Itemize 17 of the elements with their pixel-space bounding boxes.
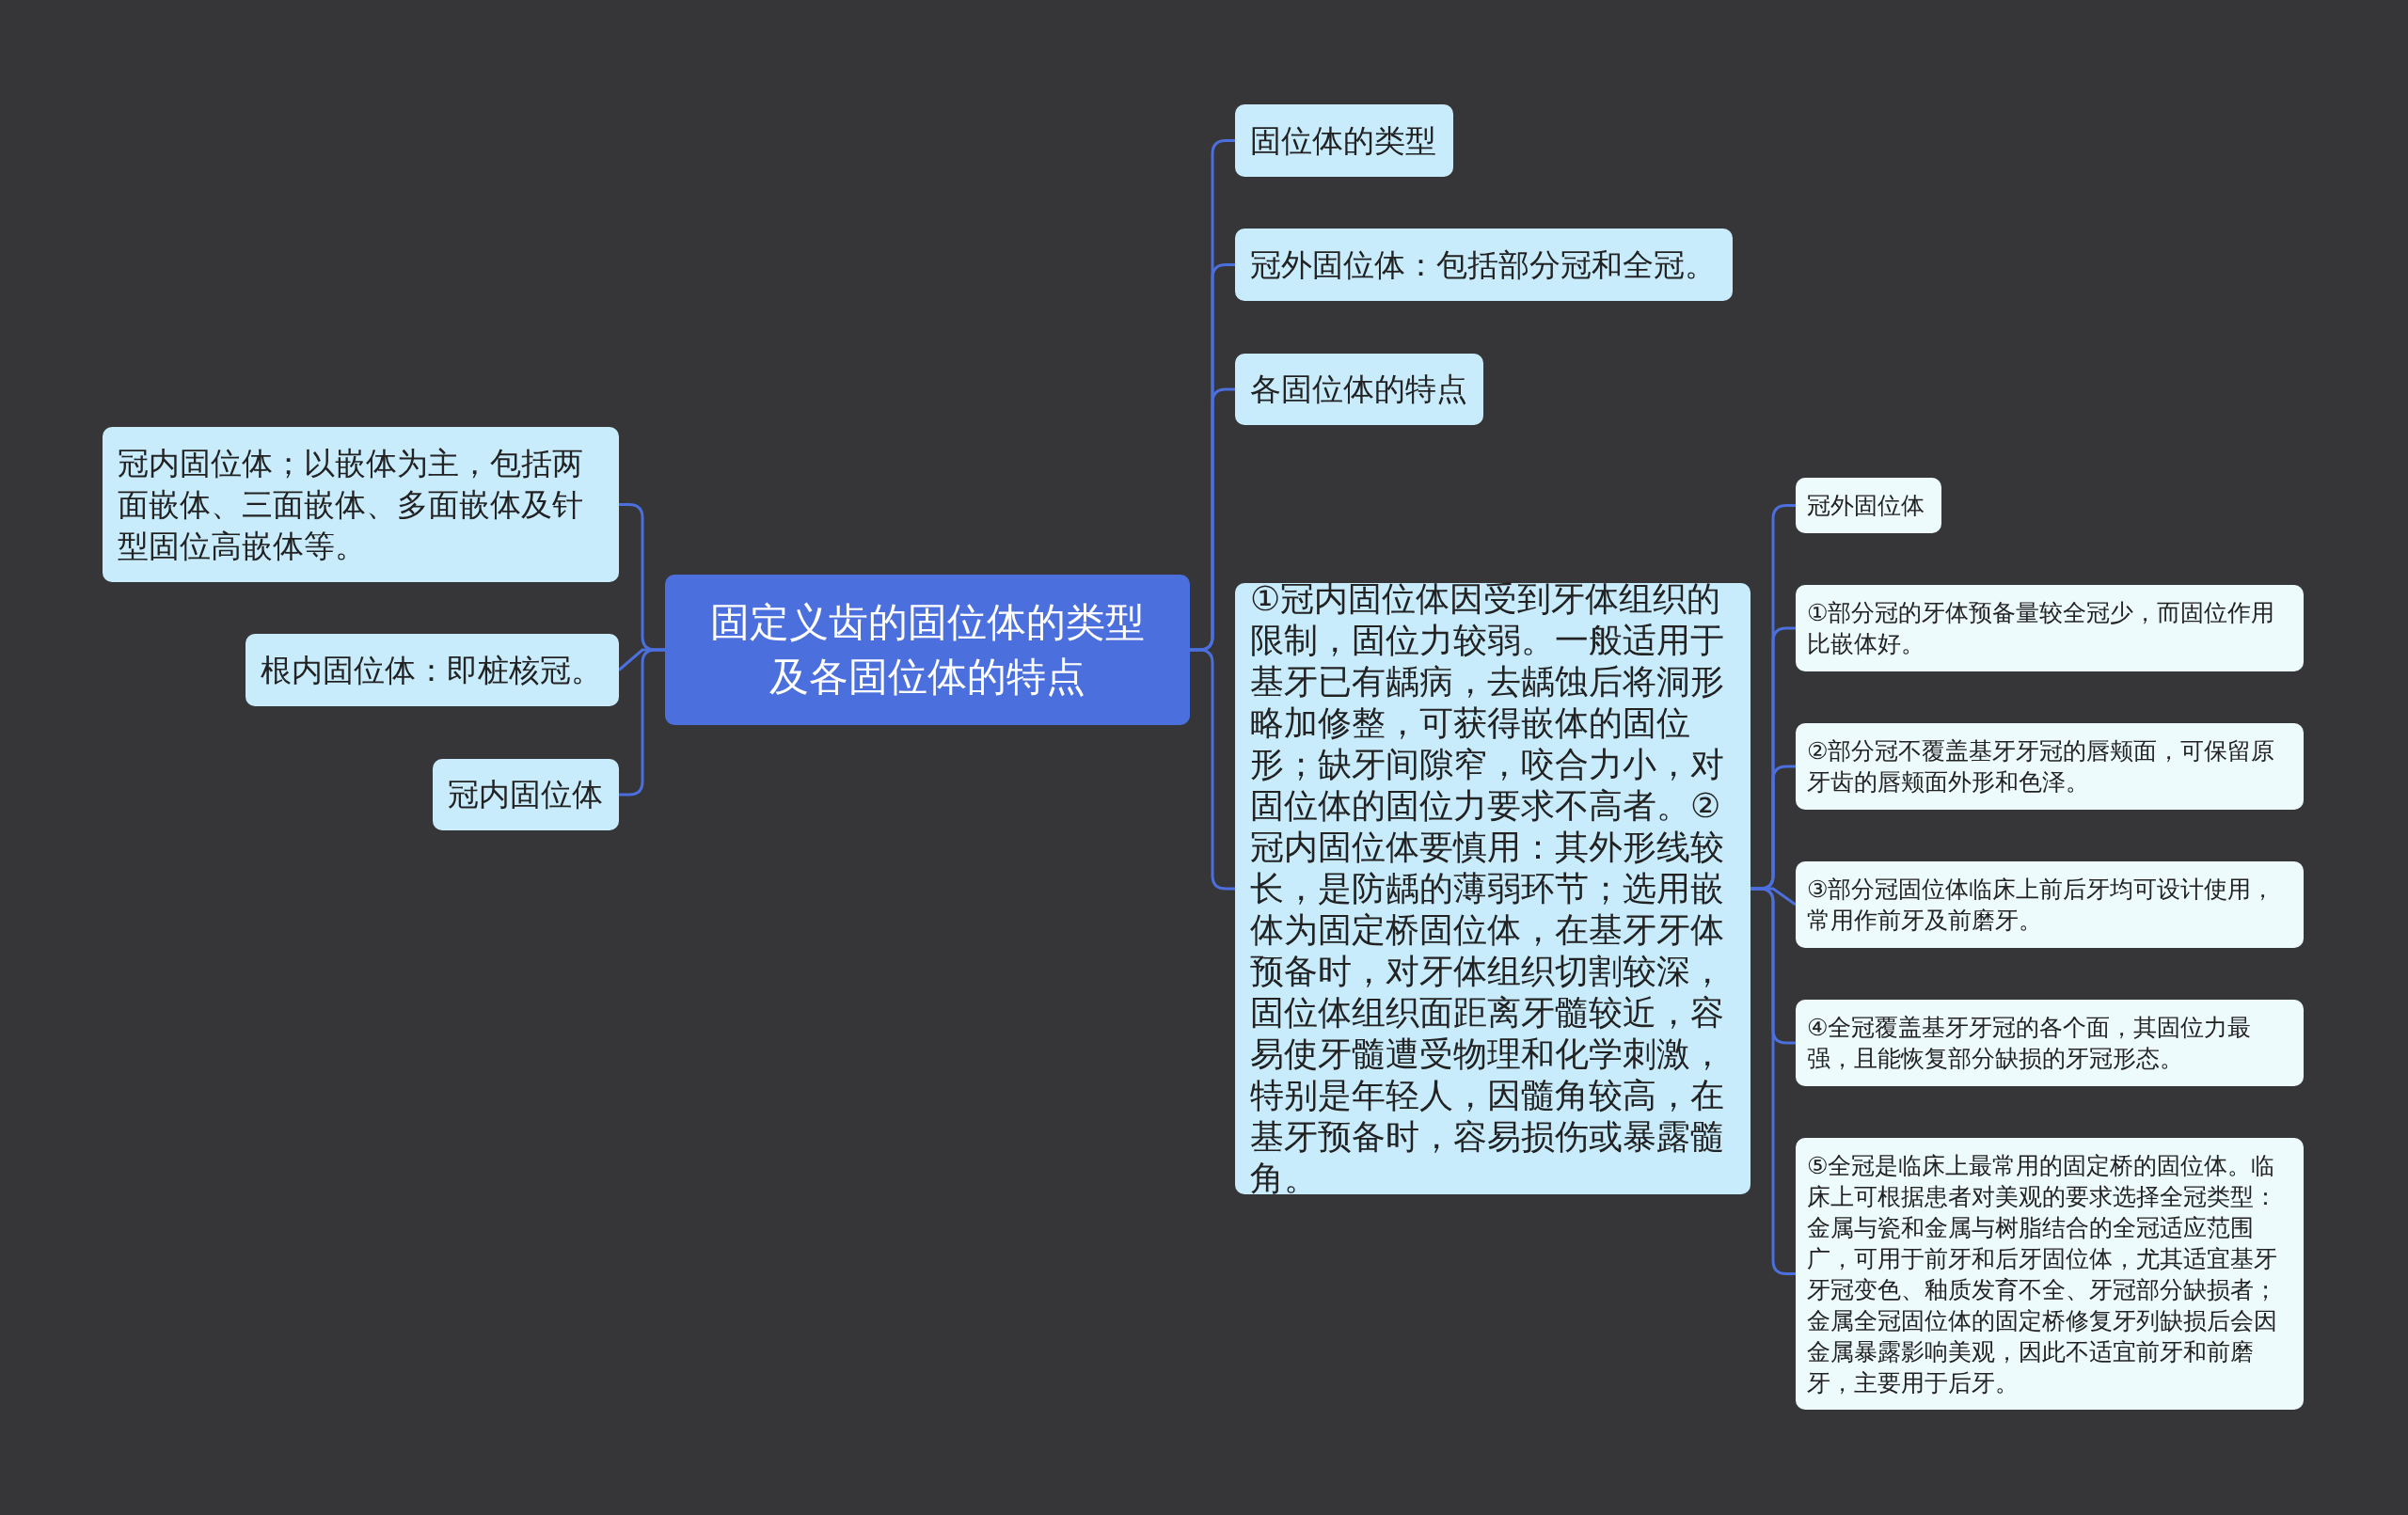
topic-box: 各固位体的特点 — [1235, 354, 1483, 425]
subtopic-box: ⑤全冠是临床上最常用的固定桥的固位体。临床上可根据患者对美观的要求选择全冠类型：金属与瓷和金属与树脂结合的全冠适应范围广，可用于前牙和后牙固位体，尤其适宜基牙牙冠变色、釉质发育不全、牙冠部分缺损者；金属全冠固位体的固定桥修复牙列缺损后会因金属暴露影响美观，因此不适宜前牙和前磨牙，主要用于后牙。 — [1796, 1138, 2304, 1410]
topic-box: 冠内固位体 — [433, 759, 619, 830]
connector-line — [1751, 887, 1796, 1275]
subtopic-box: ①部分冠的牙体预备量较全冠少，而固位作用比嵌体好。 — [1796, 585, 2304, 671]
topic-box: 固位体的类型 — [1235, 104, 1453, 177]
subtopic-box: ④全冠覆盖基牙牙冠的各个面，其固位力最强，且能恢复部分缺损的牙冠形态。 — [1796, 1000, 2304, 1086]
topic-box: 根内固位体：即桩核冠。 — [246, 634, 619, 706]
connector-line — [619, 648, 665, 797]
connector-line — [1190, 648, 1235, 891]
topic-box: 冠外固位体：包括部分冠和全冠。 — [1235, 229, 1733, 301]
topic-box: ①冠内固位体因受到牙体组织的限制，固位力较弱。一般适用于基牙已有龋病，去龋蚀后将洞形略加修整，可获得嵌体的固位形；缺牙间隙窄，咬合力小，对固位体的固位力要求不高者。②冠内固位体要慎用：其外形线较长，是防龋的薄弱环节；选用嵌体为固定桥固位体，在基牙牙体预备时，对牙体组织切割较深，固位体组织面距离牙髓较近，容易使牙髓遭受物理和化学刺激，特别是年轻人，因髓角较高，在基牙预备时，容易损伤或暴露髓角。 — [1235, 583, 1751, 1194]
subtopic-box: ③部分冠固位体临床上前后牙均可设计使用，常用作前牙及前磨牙。 — [1796, 861, 2304, 948]
subtopic-box: ②部分冠不覆盖基牙牙冠的唇颊面，可保留原牙齿的唇颊面外形和色泽。 — [1796, 723, 2304, 810]
central-topic-box: 固定义齿的固位体的类型及各固位体的特点 — [665, 575, 1190, 725]
topic-box: 冠内固位体；以嵌体为主，包括两面嵌体、三面嵌体、多面嵌体及针型固位高嵌体等。 — [103, 427, 619, 582]
subtopic-box: 冠外固位体 — [1796, 478, 1941, 533]
